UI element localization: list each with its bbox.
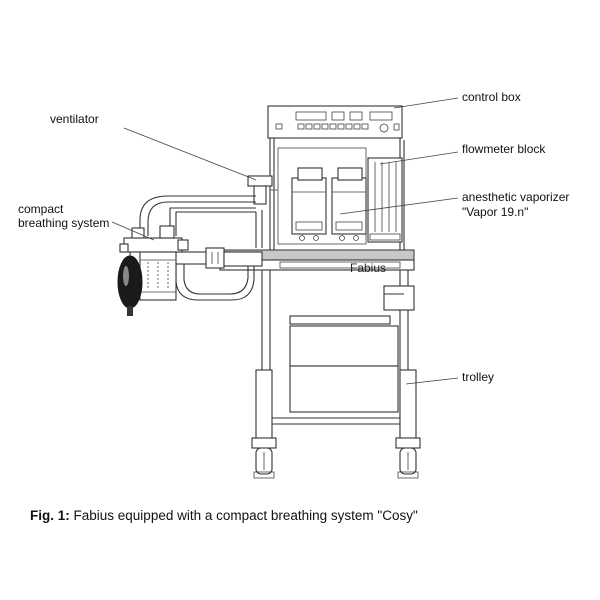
label-compact-line1: compact <box>18 202 64 216</box>
figure-caption: Fig. 1: Fabius equipped with a compact b… <box>30 508 418 523</box>
vaporizer-right <box>331 167 367 241</box>
label-control-box: control box <box>462 90 521 104</box>
label-vaporizer-line1: anesthetic vaporizer <box>462 190 570 204</box>
control-box <box>267 105 403 139</box>
label-ventilator: ventilator <box>50 112 99 126</box>
figure-caption-text: Fabius equipped with a compact breathing… <box>73 508 418 523</box>
absorber-canister <box>139 251 177 301</box>
trolley-legs <box>251 369 421 449</box>
control-knob-icon <box>379 123 389 133</box>
drawers <box>270 315 400 425</box>
label-trolley: trolley <box>462 370 495 384</box>
wheel-left <box>253 447 275 479</box>
machine-name-label: Fabius <box>350 261 386 275</box>
compact-breathing-system <box>117 225 189 316</box>
leader-lines <box>111 97 459 385</box>
figure-number: Fig. 1: <box>30 508 70 523</box>
control-box-buttons <box>275 123 369 130</box>
label-flowmeter-block: flowmeter block <box>462 142 546 156</box>
label-compact-line2: breathing system <box>18 216 110 230</box>
support-arm <box>171 247 263 269</box>
ventilator-mount <box>247 175 278 205</box>
wheel-right <box>397 447 419 479</box>
flowmeter-block <box>367 157 403 243</box>
breathing-bag-icon <box>117 252 143 316</box>
label-vaporizer-line2: "Vapor 19.n" <box>462 205 529 219</box>
breathing-hoses <box>139 195 263 301</box>
vaporizer-left <box>291 167 327 241</box>
work-shelf: Fabius <box>219 249 415 275</box>
